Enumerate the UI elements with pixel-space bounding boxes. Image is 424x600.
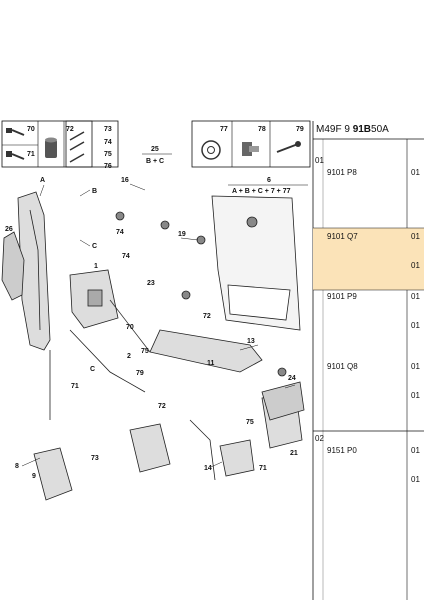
callout-70: 70 xyxy=(126,324,134,331)
callout-C2: C xyxy=(90,366,95,373)
callout-B: B xyxy=(92,188,97,195)
callout-23: 23 xyxy=(147,280,155,287)
table-ref-9101P8: 9101 P8 xyxy=(327,168,357,177)
callout-14: 14 xyxy=(204,465,212,472)
callout-11: 11 xyxy=(207,360,215,367)
legend-code-73: 73 xyxy=(104,126,112,133)
rivet-icon xyxy=(276,141,301,153)
table-group-02: 02 xyxy=(315,434,324,443)
highlight-row xyxy=(313,228,424,290)
clip-icon xyxy=(242,142,259,156)
callout-74: 74 xyxy=(116,229,124,236)
table-qty: 01 xyxy=(411,261,420,270)
table-ref-9151P0: 9151 P0 xyxy=(327,446,357,455)
part-24 xyxy=(261,381,305,421)
leader-lines xyxy=(21,183,296,468)
legend-code-25: 25 xyxy=(151,146,159,153)
callout-8: 8 xyxy=(15,463,19,470)
callout-26: 26 xyxy=(5,226,13,233)
screw-pair-icon xyxy=(69,131,85,163)
callout-72b: 72 xyxy=(158,403,166,410)
svg-text:M49F 9 91B50A: M49F 9 91B50A xyxy=(316,124,389,135)
table-qty: 01 xyxy=(411,292,420,301)
door-pillar xyxy=(17,191,51,351)
header-group: 9 xyxy=(344,124,350,135)
lock-mechanism xyxy=(149,329,263,373)
catalog-header: M49F 9 91B50A xyxy=(316,124,389,135)
part-2-latch xyxy=(129,423,171,473)
callout-13: 13 xyxy=(247,338,255,345)
header-prefix: M49F xyxy=(316,124,342,135)
legend-code-76: 76 xyxy=(104,163,112,170)
legend-code-70: 70 xyxy=(27,126,35,133)
table-qty: 01 xyxy=(411,446,420,455)
callout-2: 2 xyxy=(127,353,131,360)
legend-box-fasteners: 70 71 72 73 74 75 76 xyxy=(1,120,112,170)
callout-75: 75 xyxy=(141,348,149,355)
callouts: A B C C 26 16 1 74 74 19 72 72 23 70 2 1… xyxy=(5,177,298,480)
table-group-01: 01 xyxy=(315,156,324,165)
callout-75b: 75 xyxy=(246,419,254,426)
legend-code-72: 72 xyxy=(66,126,74,133)
header-suffix: 50A xyxy=(371,124,389,135)
legend-code-6: 6 xyxy=(267,177,271,184)
header-code: 91B xyxy=(353,124,371,135)
callout-A: A xyxy=(40,177,45,184)
parts-table: 01 9101 P8 01 9101 Q7 01 01 9101 P9 01 0… xyxy=(312,121,424,600)
nut-icon xyxy=(45,137,57,158)
part-14 xyxy=(219,439,255,477)
table-qty: 01 xyxy=(411,232,420,241)
star-washer-icon xyxy=(201,140,221,160)
table-qty: 01 xyxy=(411,168,420,177)
table-qty: 01 xyxy=(411,362,420,371)
table-qty: 01 xyxy=(411,475,420,484)
callout-72: 72 xyxy=(203,313,211,320)
callout-71: 71 xyxy=(71,383,79,390)
table-ref-9101P9: 9101 P9 xyxy=(327,292,357,301)
part-9-hinge xyxy=(33,447,73,501)
callout-24: 24 xyxy=(288,375,296,382)
legend-box-77-79: 77 78 79 xyxy=(191,120,311,168)
legend-code-78: 78 xyxy=(258,126,266,133)
callout-71b: 71 xyxy=(259,465,267,472)
callout-16: 16 xyxy=(121,177,129,184)
table-ref-9101Q7: 9101 Q7 xyxy=(327,232,358,241)
callout-74b: 74 xyxy=(122,253,130,260)
callout-C: C xyxy=(92,243,97,250)
table-ref-9101Q8: 9101 Q8 xyxy=(327,362,358,371)
legend-code-75: 75 xyxy=(104,151,112,158)
exploded-view xyxy=(1,191,305,501)
legend-code-74: 74 xyxy=(104,139,112,146)
bolt-icon xyxy=(6,151,25,160)
legend-code-6-combo: A + B + C + 7 + 77 xyxy=(232,188,291,195)
table-qty: 01 xyxy=(411,321,420,330)
legend-box-25: 25 B + C xyxy=(142,146,172,165)
legend-code-71: 71 xyxy=(27,151,35,158)
table-qty: 01 xyxy=(411,391,420,400)
legend-code-bc: B + C xyxy=(146,158,164,165)
part-26-bracket xyxy=(1,231,25,301)
legend-code-79: 79 xyxy=(296,126,304,133)
callout-73: 73 xyxy=(91,455,99,462)
callout-79: 79 xyxy=(136,370,144,377)
callout-1: 1 xyxy=(94,263,98,270)
legend-box-6: 6 A + B + C + 7 + 77 xyxy=(228,177,308,195)
callout-21: 21 xyxy=(290,450,298,457)
screw-icon xyxy=(6,128,25,136)
callout-19: 19 xyxy=(178,231,186,238)
legend-code-77: 77 xyxy=(220,126,228,133)
callout-9: 9 xyxy=(32,473,36,480)
